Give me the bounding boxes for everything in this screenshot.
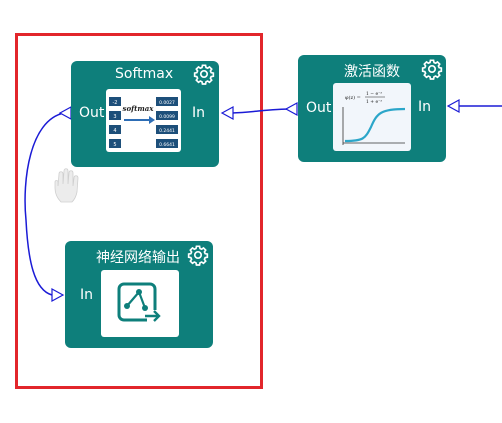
port-in-label[interactable]: In — [418, 99, 432, 115]
node-activation[interactable]: 激活函数 Out In φ(z) = 1 − e⁻ᶻ 1 + e⁻ᶻ — [298, 55, 446, 162]
input-column: -2 3 4 5 — [109, 97, 121, 148]
softmax-input: 3 — [113, 114, 116, 120]
formula-lhs: φ(z) = — [345, 94, 361, 101]
output-thumbnail — [101, 270, 179, 337]
sigmoid-plot: φ(z) = 1 − e⁻ᶻ 1 + e⁻ᶻ — [342, 91, 406, 145]
node-title: 神经网络输出 — [96, 250, 180, 266]
port-in-label[interactable]: In — [192, 105, 206, 121]
node-title: Softmax — [115, 66, 174, 82]
softmax-output: 0.0099 — [159, 114, 175, 120]
softmax-input: 4 — [113, 128, 116, 134]
formula-numerator: 1 − e⁻ᶻ — [366, 91, 383, 97]
sigmoid-curve — [344, 107, 406, 143]
hand-cursor-icon — [54, 168, 79, 203]
arrow-right-icon — [124, 116, 155, 124]
node-softmax[interactable]: Softmax Out In -2 3 4 5 softmax — [71, 61, 219, 167]
softmax-diagram: -2 3 4 5 softmax 0.0027 0.0099 — [109, 97, 178, 148]
port-out-label[interactable]: Out — [306, 100, 332, 116]
output-column: 0.0027 0.0099 0.2441 0.6641 — [156, 97, 178, 148]
softmax-output: 0.6641 — [159, 142, 175, 148]
gear-icon[interactable] — [421, 58, 443, 80]
node-network-output[interactable]: 神经网络输出 In — [65, 241, 213, 348]
softmax-output: 0.0027 — [159, 100, 175, 106]
gear-icon[interactable] — [193, 63, 215, 85]
softmax-thumbnail: -2 3 4 5 softmax 0.0027 0.0099 — [106, 89, 181, 152]
port-out-label[interactable]: Out — [79, 105, 105, 121]
formula-denominator: 1 + e⁻ᶻ — [366, 99, 383, 105]
sigmoid-thumbnail: φ(z) = 1 − e⁻ᶻ 1 + e⁻ᶻ — [333, 83, 411, 151]
port-in-label[interactable]: In — [80, 287, 94, 303]
softmax-input: -2 — [113, 100, 118, 106]
share-export-icon — [117, 282, 161, 324]
connection-arrow-activation-in — [446, 98, 460, 114]
connection-arrow-activation-out — [284, 101, 298, 117]
selection-rectangle — [15, 33, 263, 389]
node-title: 激活函数 — [344, 64, 400, 80]
softmax-heading: softmax — [123, 104, 155, 113]
softmax-input: 5 — [113, 142, 116, 148]
gear-icon[interactable] — [187, 244, 209, 266]
softmax-output: 0.2441 — [159, 128, 175, 134]
